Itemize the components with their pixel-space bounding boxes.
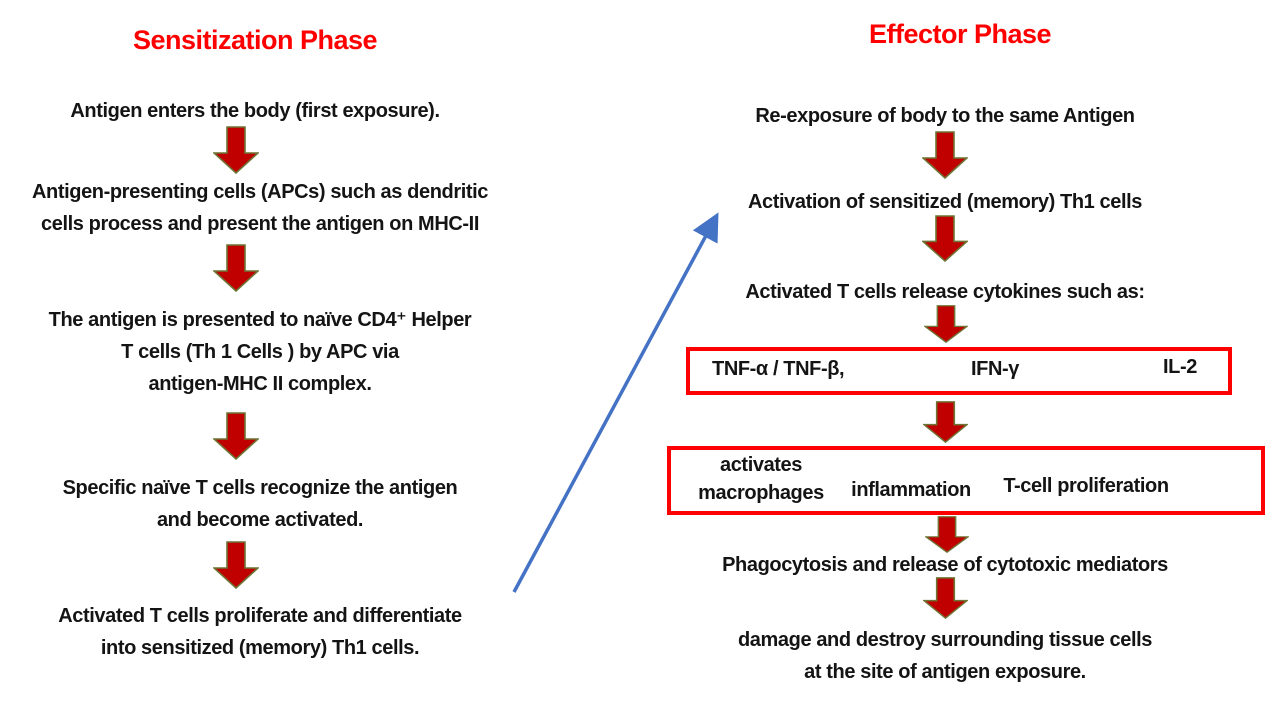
step-text: Antigen enters the body (first exposure)… [70, 100, 440, 122]
effects-box: activates macrophages inflammation T-cel… [667, 446, 1265, 515]
effector-step-2: Activation of sensitized (memory) Th1 ce… [685, 186, 1205, 218]
down-arrow-icon [213, 412, 259, 460]
sensitization-step-3: The antigen is presented to naïve CD4⁺ H… [0, 304, 520, 400]
step-text: and become activated. [156, 509, 364, 531]
step-text: The antigen is presented to naïve CD4⁺ H… [48, 309, 472, 331]
effector-step-1: Re-exposure of body to the same Antigen [685, 100, 1205, 132]
cytokines-box: TNF-α / TNF-β, IFN-γ IL-2 [686, 347, 1232, 395]
down-arrow-icon [923, 577, 968, 619]
effector-step-3: Activated T cells release cytokines such… [685, 276, 1205, 308]
down-arrow-icon [213, 541, 259, 589]
cytokine-tnf: TNF-α / TNF-β, [712, 358, 845, 380]
down-arrow-icon [924, 305, 968, 343]
down-arrow-icon [213, 126, 259, 174]
step-text: into sensitized (memory) Th1 cells. [100, 637, 420, 659]
step-text: Activated T cells release cytokines such… [745, 281, 1145, 303]
step-text: at the site of antigen exposure. [804, 661, 1086, 683]
sensitization-step-4: Specific naïve T cells recognize the ant… [0, 472, 520, 536]
cytokine-ifn: IFN-γ [970, 358, 1019, 380]
down-arrow-icon [213, 244, 259, 292]
effect-text: macrophages [698, 482, 824, 504]
effector-step-4: Phagocytosis and release of cytotoxic me… [685, 549, 1205, 581]
step-text: Antigen-presenting cells (APCs) such as … [31, 181, 489, 203]
effect-text: activates [719, 454, 802, 476]
down-arrow-icon [922, 131, 968, 179]
step-text: Phagocytosis and release of cytotoxic me… [722, 554, 1168, 576]
effector-step-5: damage and destroy surrounding tissue ce… [685, 624, 1205, 688]
step-text: Specific naïve T cells recognize the ant… [62, 477, 458, 499]
step-text: Activated T cells proliferate and differ… [58, 605, 462, 627]
step-text: T cells (Th 1 Cells ) by APC via [121, 341, 399, 363]
sensitization-step-2: Antigen-presenting cells (APCs) such as … [0, 176, 520, 240]
step-text: damage and destroy surrounding tissue ce… [737, 629, 1153, 651]
step-text: antigen-MHC II complex. [148, 373, 372, 395]
sensitization-phase-title: Sensitization Phase [132, 25, 378, 55]
effect-activates-macrophages: activates macrophages [671, 451, 851, 507]
sensitization-step-5: Activated T cells proliferate and differ… [0, 600, 520, 664]
sensitization-step-1: Antigen enters the body (first exposure)… [5, 95, 505, 127]
effector-phase-title: Effector Phase [868, 19, 1052, 49]
step-text: Activation of sensitized (memory) Th1 ce… [747, 191, 1142, 213]
effect-inflammation: inflammation [851, 479, 971, 501]
effect-tcell-proliferation: T-cell proliferation [1003, 475, 1169, 497]
step-text: Re-exposure of body to the same Antigen [755, 105, 1135, 127]
step-text: cells process and present the antigen on… [41, 213, 479, 235]
down-arrow-icon [923, 401, 968, 443]
cytokine-il2: IL-2 [1163, 356, 1197, 378]
down-arrow-icon [922, 215, 968, 262]
down-arrow-icon [925, 516, 969, 553]
